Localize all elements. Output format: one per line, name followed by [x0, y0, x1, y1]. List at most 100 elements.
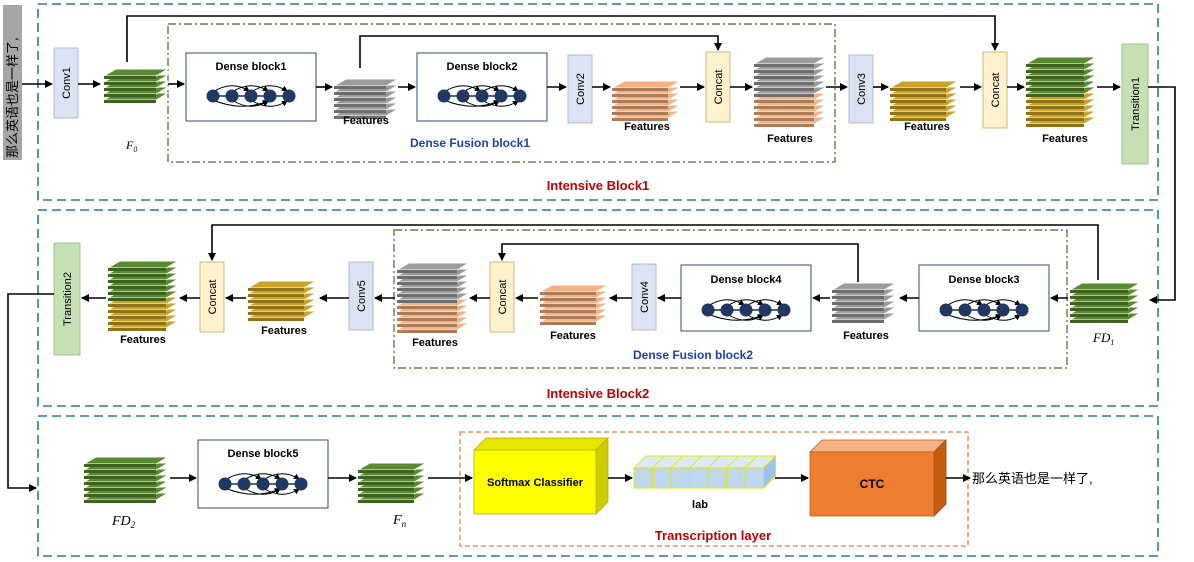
- feature-sheet-edge: [1070, 296, 1128, 299]
- feature-sheet-edge: [890, 88, 946, 91]
- feature-sheet-edge: [612, 94, 668, 97]
- feature-sheet-edge: [334, 104, 386, 107]
- dense-node: [256, 477, 270, 491]
- lab-cell: [689, 467, 709, 489]
- lab-cell-top-line: [707, 455, 721, 469]
- conv5-box: [348, 261, 374, 331]
- feature-sheet-edge: [1026, 112, 1084, 115]
- conv2-box: [567, 54, 593, 124]
- feature-sheet-edge: [540, 304, 596, 307]
- ctc-label: CTC: [860, 477, 885, 491]
- skip-arc: [443, 85, 481, 93]
- feature-sheet: [610, 80, 682, 89]
- skip-arc: [243, 473, 281, 481]
- skip-arc: [964, 299, 1002, 307]
- dense-node: [456, 89, 470, 103]
- dense-node: [244, 89, 258, 103]
- feature-sheet-edge: [397, 318, 457, 321]
- input-text-box: [3, 5, 22, 160]
- feature-sheet-edge: [397, 282, 457, 285]
- skip-arc: [243, 487, 281, 495]
- feature-sheet-edge: [108, 274, 166, 277]
- lab-cell-top-line: [670, 455, 684, 469]
- feature-sheet-edge: [540, 310, 596, 313]
- dense-block4-label: Dense block4: [711, 274, 783, 286]
- feature-sheet-edge: [890, 106, 946, 109]
- dense-block3-label: Dense block3: [949, 274, 1020, 286]
- feature-stack-gray-1: [332, 78, 400, 119]
- conv2-label: Conv2: [575, 73, 587, 105]
- feature-sheet-edge: [540, 316, 596, 319]
- feature-sheet-edge: [612, 118, 668, 121]
- skip-arc: [262, 487, 300, 495]
- dense-node: [958, 303, 972, 317]
- dense-fusion-block2-border: [393, 229, 1068, 369]
- row1-arrows: [22, 15, 1176, 304]
- feature-sheet-edge: [397, 306, 457, 309]
- feature-sheet-edge: [84, 500, 156, 503]
- dense-node: [939, 303, 953, 317]
- feature-stack-greengold-2: [106, 260, 180, 331]
- feature-sheet-edge: [84, 470, 156, 473]
- feature-sheet-edge: [104, 76, 156, 79]
- conv5-label: Conv5: [356, 280, 368, 312]
- feature-sheet-edge: [754, 70, 814, 73]
- feature-sheet-edge: [108, 322, 166, 325]
- feature-sheet-edge: [248, 294, 304, 297]
- features-label-5: Features: [1042, 133, 1088, 145]
- dense-node: [720, 303, 734, 317]
- feature-sheet-edge: [832, 302, 884, 305]
- lab-cell-top-line: [744, 455, 758, 469]
- feature-sheet-edge: [540, 292, 596, 295]
- feature-stack-gray-2: [830, 282, 898, 323]
- feature-sheet-edge: [358, 470, 414, 473]
- feature-sheet-edge: [1026, 118, 1084, 121]
- feature-sheet-edge: [84, 488, 156, 491]
- feature-sheet-edge: [1026, 88, 1084, 91]
- feature-sheet: [888, 80, 960, 89]
- feature-sheet-edge: [397, 294, 457, 297]
- feature-sheet-edge: [612, 112, 668, 115]
- conv4-box: [631, 263, 657, 331]
- feature-stack-salmon-1: [610, 80, 682, 121]
- skip-arc: [250, 99, 288, 107]
- conv3-label: Conv3: [856, 73, 868, 105]
- feature-sheet: [356, 462, 428, 471]
- feature-sheet-edge: [1026, 124, 1084, 127]
- skip-arc: [745, 313, 783, 321]
- dense-node: [275, 477, 289, 491]
- feature-sheet-edge: [334, 92, 386, 95]
- skip-arc: [481, 85, 519, 93]
- feature-sheet-edge: [612, 100, 668, 103]
- feature-sheet-edge: [248, 306, 304, 309]
- dense-block2-box: [416, 52, 548, 122]
- feature-sheet-edge: [104, 82, 156, 85]
- feature-sheet: [102, 68, 170, 77]
- features-label-4: Features: [904, 121, 950, 133]
- feature-sheet-edge: [108, 328, 166, 331]
- feature-sheet-edge: [612, 106, 668, 109]
- dense-block1-box: [185, 52, 317, 122]
- feature-sheet-edge: [1070, 308, 1128, 311]
- conv3-box: [848, 54, 874, 124]
- skip-arc: [726, 313, 764, 321]
- dense-block5-nodes: [218, 473, 308, 495]
- feature-stack-gold-1: [888, 80, 960, 121]
- feature-sheet-edge: [358, 482, 414, 485]
- feature-sheet-edge: [108, 292, 166, 295]
- feature-sheet-edge: [84, 494, 156, 497]
- features-label-3: Features: [767, 133, 813, 145]
- conv1-label: Conv1: [61, 67, 73, 99]
- lab-cell: [726, 467, 746, 489]
- feature-sheet-edge: [397, 330, 457, 333]
- dense-node: [282, 89, 296, 103]
- feature-sheet-edge: [890, 94, 946, 97]
- feature-sheet-edge: [612, 88, 668, 91]
- feature-sheet-edge: [108, 286, 166, 289]
- feature-sheet-edge: [334, 86, 386, 89]
- lab-cell-top-line: [689, 455, 702, 469]
- dense-node: [739, 303, 753, 317]
- concat-label-3: Concat: [497, 280, 509, 315]
- feature-sheet-edge: [1026, 76, 1084, 79]
- f0-label: F0: [125, 138, 137, 154]
